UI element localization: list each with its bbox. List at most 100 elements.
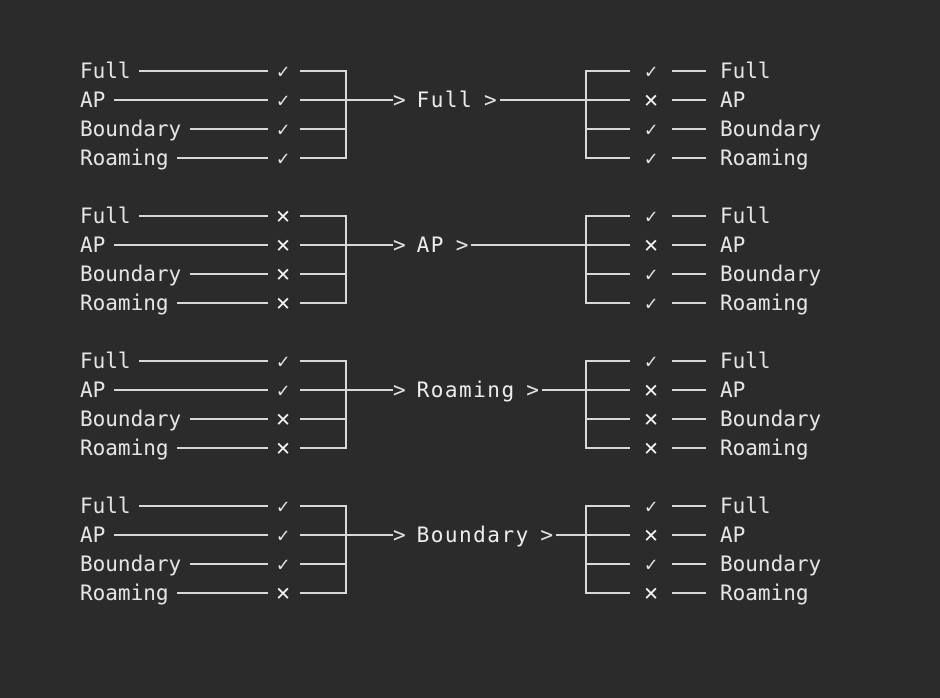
input-label: Full [80, 204, 131, 228]
state-outbound-line [541, 389, 587, 391]
output-bracket-spine [585, 70, 587, 159]
state-outbound-arrowhead: > [526, 378, 539, 402]
input-label: Boundary [80, 407, 182, 431]
state-label[interactable]: Roaming [416, 378, 516, 402]
output-bracket-stub [585, 244, 630, 246]
input-connector-line [189, 273, 268, 275]
output-check-icon: ✓ [644, 59, 658, 83]
state-label[interactable]: Boundary [416, 523, 530, 547]
output-connector-line [672, 563, 706, 565]
input-connector-line [177, 447, 268, 449]
input-bracket-stub [300, 302, 347, 304]
input-check-icon: ✓ [276, 523, 290, 547]
output-bracket-spine [585, 505, 587, 594]
state-outbound-arrowhead: > [540, 523, 554, 547]
output-label: AP [720, 523, 746, 547]
output-connector-line [672, 389, 706, 391]
input-connector-line [139, 215, 268, 217]
output-connector-line [672, 273, 706, 275]
input-cross-icon: ✕ [276, 261, 290, 287]
state-inbound-line [345, 389, 393, 391]
output-cross-icon: ✕ [644, 232, 658, 258]
output-connector-line [672, 128, 706, 130]
input-cross-icon: ✕ [276, 435, 290, 461]
state-label[interactable]: AP [416, 233, 445, 257]
input-bracket-stub [300, 70, 347, 72]
input-bracket-stub [300, 244, 347, 246]
output-label: Boundary [720, 407, 822, 431]
input-check-icon: ✓ [276, 349, 290, 373]
output-connector-line [672, 302, 706, 304]
input-label: AP [80, 523, 106, 547]
output-cross-icon: ✕ [644, 406, 658, 432]
input-label: Roaming [80, 146, 169, 170]
output-label: AP [720, 378, 746, 402]
output-connector-line [672, 505, 706, 507]
output-bracket-stub [585, 302, 630, 304]
input-check-icon: ✓ [276, 378, 290, 402]
input-bracket-stub [300, 418, 347, 420]
input-connector-line [139, 70, 268, 72]
state-outbound-line [471, 244, 587, 246]
input-bracket-spine [345, 70, 347, 159]
output-bracket-stub [585, 70, 630, 72]
input-cross-icon: ✕ [276, 580, 290, 606]
input-check-icon: ✓ [276, 552, 290, 576]
output-cross-icon: ✕ [644, 435, 658, 461]
input-bracket-stub [300, 215, 347, 217]
output-connector-line [672, 244, 706, 246]
input-bracket-spine [345, 215, 347, 304]
output-label: Full [720, 59, 771, 83]
output-check-icon: ✓ [644, 146, 658, 170]
state-inbound-arrowhead: > [393, 523, 406, 547]
output-check-icon: ✓ [644, 204, 658, 228]
state-outbound-line [556, 534, 587, 536]
input-label: Boundary [80, 117, 182, 141]
input-label: Full [80, 494, 131, 518]
input-connector-line [177, 157, 268, 159]
output-bracket-stub [585, 99, 630, 101]
output-bracket-stub [585, 447, 630, 449]
output-bracket-stub [585, 563, 630, 565]
state-label[interactable]: Full [416, 88, 474, 112]
state-outbound-arrowhead: > [455, 233, 469, 257]
input-bracket-stub [300, 389, 347, 391]
input-bracket-stub [300, 360, 347, 362]
input-label: AP [80, 233, 106, 257]
input-check-icon: ✓ [276, 494, 290, 518]
input-bracket-spine [345, 360, 347, 449]
input-connector-line [139, 360, 268, 362]
input-bracket-stub [300, 128, 347, 130]
input-bracket-stub [300, 99, 347, 101]
output-connector-line [672, 70, 706, 72]
output-connector-line [672, 418, 706, 420]
input-check-icon: ✓ [276, 59, 290, 83]
output-bracket-stub [585, 157, 630, 159]
input-connector-line [189, 128, 268, 130]
output-bracket-stub [585, 273, 630, 275]
input-label: Boundary [80, 262, 182, 286]
input-connector-line [114, 389, 268, 391]
output-bracket-stub [585, 418, 630, 420]
state-inbound-line [345, 99, 393, 101]
output-connector-line [672, 360, 706, 362]
output-connector-line [672, 592, 706, 594]
input-bracket-stub [300, 505, 347, 507]
output-bracket-stub [585, 128, 630, 130]
output-label: Roaming [720, 581, 809, 605]
input-connector-line [177, 592, 268, 594]
output-bracket-stub [585, 505, 630, 507]
input-bracket-stub [300, 157, 347, 159]
state-outbound-line [499, 99, 587, 101]
output-check-icon: ✓ [644, 349, 658, 373]
output-bracket-spine [585, 215, 587, 304]
input-bracket-spine [345, 505, 347, 594]
input-label: Full [80, 349, 131, 373]
output-check-icon: ✓ [644, 494, 658, 518]
input-check-icon: ✓ [276, 117, 290, 141]
input-connector-line [114, 534, 268, 536]
input-cross-icon: ✕ [276, 406, 290, 432]
input-check-icon: ✓ [276, 146, 290, 170]
state-inbound-line [345, 534, 393, 536]
